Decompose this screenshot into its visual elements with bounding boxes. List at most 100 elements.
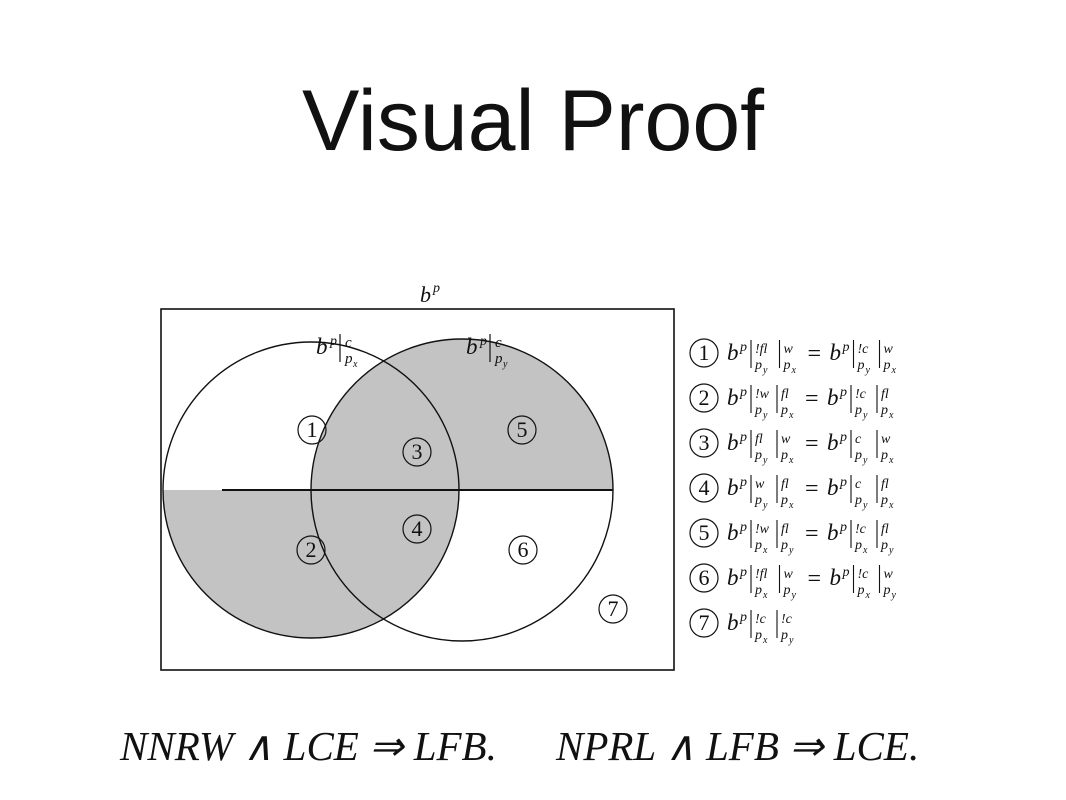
svg-text:fl: fl: [781, 387, 789, 402]
svg-text:fl: fl: [781, 477, 789, 492]
equation-right: NPRL ∧ LFB ⇒ LCE.: [556, 723, 920, 769]
svg-text:w: w: [784, 567, 794, 582]
svg-text:y: y: [788, 545, 794, 556]
svg-text:x: x: [762, 635, 768, 646]
svg-text:x: x: [791, 365, 797, 376]
svg-text:!c: !c: [858, 567, 870, 582]
svg-text:p: p: [854, 493, 862, 508]
svg-text:p: p: [780, 538, 788, 553]
svg-text:y: y: [762, 365, 768, 376]
svg-text:w: w: [881, 432, 891, 447]
set-label-px-sup: p: [329, 334, 337, 349]
svg-text:b: b: [727, 520, 739, 545]
svg-text:b: b: [727, 565, 739, 590]
legend-marker: [689, 563, 719, 593]
svg-text:=: =: [808, 341, 822, 367]
region-marker-2: 2: [296, 535, 326, 565]
svg-text:x: x: [762, 545, 768, 556]
legend-number: 4: [699, 475, 710, 500]
svg-text:p: p: [854, 403, 862, 418]
svg-text:x: x: [762, 590, 768, 601]
svg-text:!c: !c: [755, 612, 767, 627]
svg-text:w: w: [781, 432, 791, 447]
svg-text:fl: fl: [881, 387, 889, 402]
svg-text:b: b: [827, 520, 839, 545]
svg-text:p: p: [754, 493, 762, 508]
svg-text:w: w: [884, 567, 894, 582]
svg-text:fl: fl: [781, 522, 789, 537]
region-marker-5: 5: [507, 415, 537, 445]
svg-text:!c: !c: [855, 387, 867, 402]
svg-text:fl: fl: [881, 522, 889, 537]
svg-text:!w: !w: [755, 387, 770, 402]
svg-text:p: p: [754, 358, 762, 373]
set-label-py-bar-sub: p: [494, 351, 503, 367]
svg-text:y: y: [762, 410, 768, 421]
svg-text:p: p: [857, 358, 865, 373]
set-label-px-bar-sup: c: [345, 335, 352, 351]
universe-label: b p: [420, 281, 440, 307]
svg-text:p: p: [857, 583, 865, 598]
svg-text:b: b: [727, 610, 739, 635]
svg-text:x: x: [888, 500, 894, 511]
set-label-px-bar-sub: p: [344, 351, 353, 367]
legend-number: 2: [699, 385, 710, 410]
svg-text:b: b: [827, 385, 839, 410]
region-number: 3: [412, 439, 423, 464]
svg-text:p: p: [839, 385, 847, 400]
svg-text:p: p: [883, 358, 891, 373]
svg-text:p: p: [780, 493, 788, 508]
svg-text:x: x: [891, 365, 897, 376]
legend-marker: [689, 383, 719, 413]
svg-text:=: =: [808, 566, 822, 592]
set-label-py-sup: p: [479, 334, 487, 349]
svg-text:p: p: [754, 538, 762, 553]
legend-marker: [689, 428, 719, 458]
legend-marker: [689, 473, 719, 503]
svg-text:x: x: [888, 410, 894, 421]
svg-text:w: w: [884, 342, 894, 357]
svg-text:y: y: [891, 590, 897, 601]
legend-number: 6: [699, 565, 710, 590]
equation-left: NNRW ∧ LCE ⇒ LFB.: [120, 723, 497, 769]
svg-text:p: p: [739, 565, 747, 580]
region-number: 4: [412, 516, 423, 541]
svg-text:p: p: [854, 538, 862, 553]
legend-number: 7: [699, 610, 710, 635]
svg-text:y: y: [762, 500, 768, 511]
set-label-px: b p c p x: [316, 334, 358, 370]
svg-text:y: y: [788, 635, 794, 646]
region-number: 7: [608, 596, 619, 621]
svg-text:p: p: [854, 448, 862, 463]
svg-text:p: p: [839, 520, 847, 535]
set-label-px-bar-sub-sub: x: [352, 359, 358, 370]
svg-text:fl: fl: [881, 477, 889, 492]
region-number: 5: [517, 417, 528, 442]
region-number: 1: [307, 417, 318, 442]
svg-text:p: p: [739, 340, 747, 355]
svg-text:b: b: [727, 475, 739, 500]
svg-text:p: p: [739, 475, 747, 490]
svg-text:p: p: [754, 403, 762, 418]
svg-text:x: x: [788, 455, 794, 466]
svg-text:w: w: [755, 477, 765, 492]
svg-text:p: p: [839, 430, 847, 445]
svg-text:p: p: [842, 340, 850, 355]
svg-text:!w: !w: [755, 522, 770, 537]
set-label-py-bar-sup: c: [495, 335, 502, 351]
svg-text:p: p: [839, 475, 847, 490]
svg-text:p: p: [780, 628, 788, 643]
legend-number: 1: [699, 340, 710, 365]
svg-text:b: b: [727, 430, 739, 455]
svg-text:=: =: [805, 521, 819, 547]
svg-text:p: p: [780, 448, 788, 463]
svg-text:x: x: [865, 590, 871, 601]
svg-text:b: b: [827, 430, 839, 455]
legend-marker: [689, 338, 719, 368]
svg-text:b: b: [827, 475, 839, 500]
svg-text:y: y: [862, 455, 868, 466]
